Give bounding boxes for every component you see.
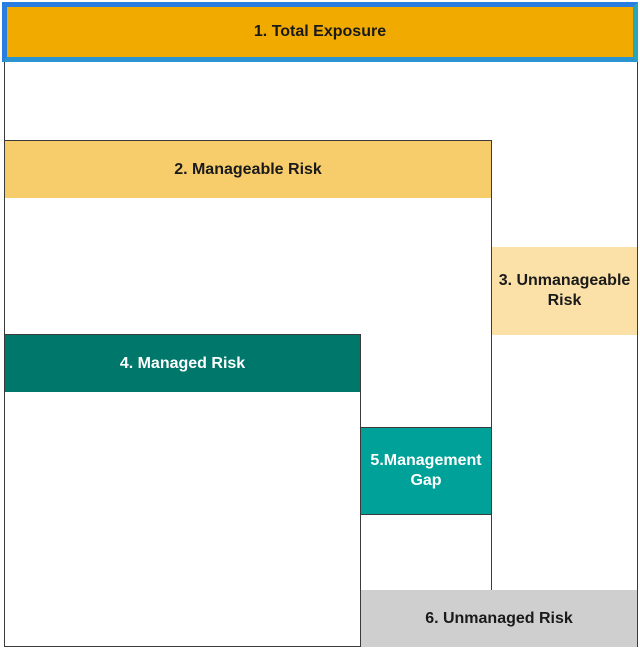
unmanaged-risk-box: 6. Unmanaged Risk	[361, 590, 637, 647]
manageable-risk-box: 2. Manageable Risk	[5, 141, 491, 198]
managed-risk-label: 4. Managed Risk	[119, 354, 246, 372]
total-exposure-box: 1. Total Exposure	[2, 2, 638, 62]
total-exposure-label: 1. Total Exposure	[253, 23, 387, 40]
management-gap-box: 5.Management Gap	[360, 427, 492, 515]
management-gap-label: 5.Management Gap	[370, 452, 482, 489]
managed-risk-box: 4. Managed Risk	[5, 335, 360, 392]
unmanaged-risk-label: 6. Unmanaged Risk	[425, 609, 573, 627]
manageable-risk-label: 2. Manageable Risk	[174, 160, 322, 178]
unmanageable-risk-label: 3. Unmanageable Risk	[498, 272, 631, 309]
unmanageable-risk-box: 3. Unmanageable Risk	[492, 247, 637, 335]
